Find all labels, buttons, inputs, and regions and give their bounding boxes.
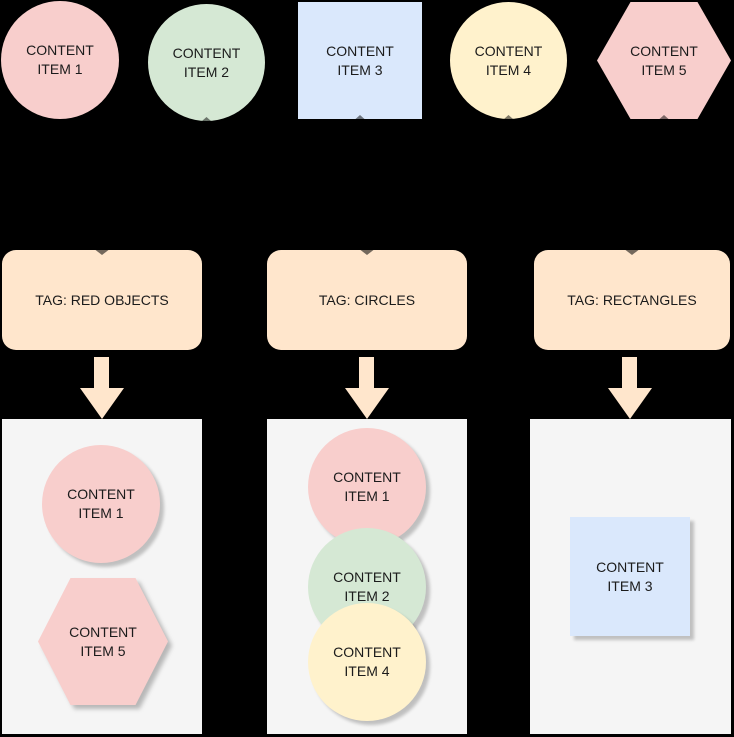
tag-red-objects: TAG: RED OBJECTS bbox=[2, 250, 202, 350]
grouped-content-item-1: CONTENT ITEM 1 bbox=[42, 445, 160, 563]
tag-rectangles-label: TAG: RECTANGLES bbox=[567, 292, 697, 308]
grouped-content-item-3: CONTENT ITEM 3 bbox=[570, 517, 690, 636]
connector-arrowhead-icon bbox=[625, 250, 639, 255]
tag-red-objects-label: TAG: RED OBJECTS bbox=[35, 292, 169, 308]
grouped-content-item-1: CONTENT ITEM 1 bbox=[308, 428, 426, 546]
grouped-content-item-1-label: CONTENT ITEM 1 bbox=[67, 486, 135, 521]
connector-stub bbox=[202, 117, 211, 121]
down-arrow-icon bbox=[345, 357, 389, 419]
grouped-content-item-2-label: CONTENT ITEM 2 bbox=[333, 569, 401, 604]
content-item-2: CONTENT ITEM 2 bbox=[148, 4, 265, 121]
grouped-content-item-4: CONTENT ITEM 4 bbox=[308, 603, 426, 721]
content-item-1: CONTENT ITEM 1 bbox=[1, 1, 119, 119]
connector-stub bbox=[504, 115, 513, 119]
down-arrow-icon bbox=[80, 357, 124, 419]
connector-arrowhead-icon bbox=[360, 250, 374, 255]
tag-circles-label: TAG: CIRCLES bbox=[318, 292, 416, 308]
grouped-content-item-3-label: CONTENT ITEM 3 bbox=[596, 558, 664, 594]
content-item-5: CONTENT ITEM 5 bbox=[597, 2, 731, 119]
grouped-content-item-4-label: CONTENT ITEM 4 bbox=[333, 644, 401, 679]
down-arrow-icon bbox=[608, 357, 652, 419]
tag-circles: TAG: CIRCLES bbox=[267, 250, 467, 350]
content-item-3: CONTENT ITEM 3 bbox=[298, 2, 422, 119]
group-container-red-objects: CONTENT ITEM 1 CONTENT ITEM 5 bbox=[2, 419, 202, 734]
content-item-1-label: CONTENT ITEM 1 bbox=[26, 42, 94, 77]
tag-rectangles: TAG: RECTANGLES bbox=[534, 250, 730, 350]
content-item-3-label: CONTENT ITEM 3 bbox=[326, 42, 394, 78]
connector-stub bbox=[355, 115, 365, 119]
connector-stub bbox=[659, 115, 669, 119]
content-item-4-label: CONTENT ITEM 4 bbox=[474, 42, 543, 78]
grouped-content-item-5: CONTENT ITEM 5 bbox=[38, 578, 168, 705]
grouped-content-item-5-label: CONTENT ITEM 5 bbox=[69, 623, 137, 659]
connector-arrowhead-icon bbox=[95, 250, 109, 255]
grouped-content-item-1-label: CONTENT ITEM 1 bbox=[333, 469, 401, 504]
group-container-circles: CONTENT ITEM 1 CONTENT ITEM 2 CONTENT IT… bbox=[267, 419, 467, 734]
group-container-rectangles: CONTENT ITEM 3 bbox=[530, 419, 731, 734]
content-item-5-label: CONTENT ITEM 5 bbox=[630, 42, 698, 78]
content-item-4: CONTENT ITEM 4 bbox=[450, 2, 567, 119]
content-item-2-label: CONTENT ITEM 2 bbox=[172, 44, 241, 80]
